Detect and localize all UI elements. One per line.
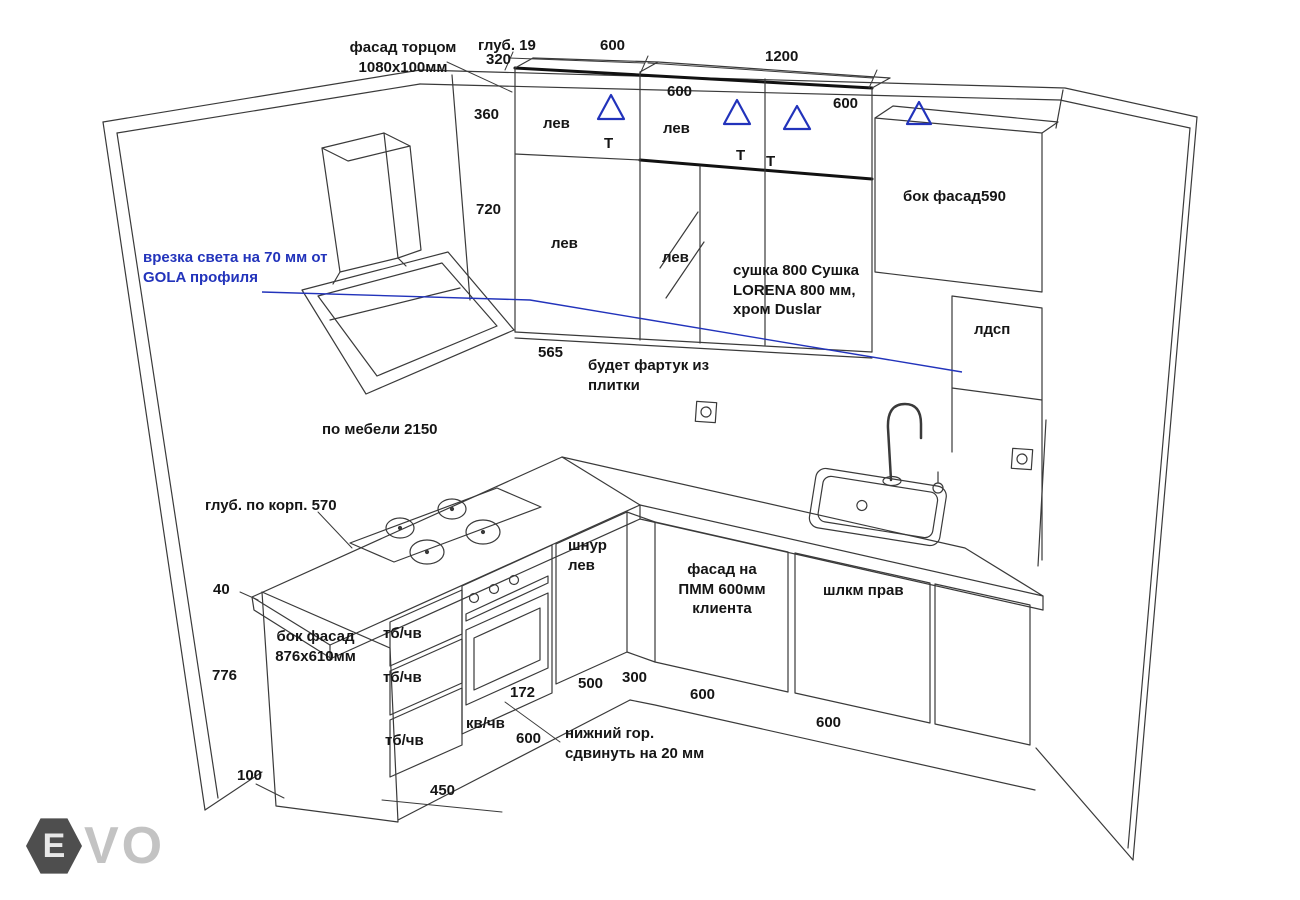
label-dim-450: 450 <box>430 782 456 799</box>
label-dim-40: 40 <box>213 581 230 598</box>
label-dim-600-right: 600 <box>833 95 859 112</box>
label-shnur-lev: шнур лев <box>568 537 607 574</box>
label-sushka: сушка 800 Сушка LORENA 800 мм, хром Dusl… <box>733 262 859 318</box>
wall-socket-icons <box>694 400 1034 471</box>
range-hood <box>301 132 515 395</box>
label-dim-172: 172 <box>510 684 536 701</box>
label-ldsp: лдсп <box>974 321 1011 338</box>
label-lev-mid-left: лев <box>551 235 578 252</box>
label-kvchv: кв/чв <box>466 715 505 732</box>
gola-light-leader-line <box>261 291 963 373</box>
label-dim-100: 100 <box>237 767 263 784</box>
label-dim-565: 565 <box>538 344 564 361</box>
tall-right-cabinet <box>874 105 1059 561</box>
label-fasad-pmm: фасад на ПММ 600мм клиента <box>678 561 766 617</box>
label-dim-600-mid: 600 <box>667 83 693 100</box>
evo-logo-hexagon-icon: E <box>26 818 82 874</box>
label-dim-600-bottom: 600 <box>516 730 542 747</box>
label-t-2: Т <box>736 147 746 164</box>
label-dim-600-pmm: 600 <box>690 686 716 703</box>
label-shlkm-prav: шлкм прав <box>823 582 904 599</box>
label-po-mebeli: по мебели 2150 <box>322 421 438 438</box>
hinge-triangle-icons <box>596 93 933 131</box>
label-dim-320: 320 <box>486 51 512 68</box>
evo-watermark: E VO <box>26 816 165 876</box>
base-cabinets-right <box>629 521 1036 791</box>
evo-logo-text: VO <box>84 817 166 875</box>
label-dim-360: 360 <box>474 106 500 123</box>
label-fartuk: будет фартук из плитки <box>588 357 710 394</box>
label-lev-top-mid: лев <box>663 120 690 137</box>
evo-logo-letter: E <box>42 826 66 865</box>
label-t-1: Т <box>604 135 614 152</box>
label-glub-19: глуб. 19 <box>478 37 536 54</box>
label-dim-500: 500 <box>578 675 604 692</box>
base-cabinets-left <box>261 511 656 823</box>
label-tbchv-1: тб/чв <box>383 625 422 642</box>
label-glub-po-korp: глуб. по корп. 570 <box>205 497 337 514</box>
dimension-lines <box>239 51 878 813</box>
cooktop <box>349 487 542 565</box>
sink <box>808 467 947 547</box>
label-dim-1200: 1200 <box>765 48 799 65</box>
label-dim-720: 720 <box>476 201 502 218</box>
label-fasad-tortsom: фасад торцом 1080х100мм <box>349 39 457 76</box>
label-dim-776: 776 <box>212 667 238 684</box>
label-dim-600-top: 600 <box>600 37 626 54</box>
label-vrezka-sveta: врезка света на 70 мм от GOLA профиля <box>143 249 328 286</box>
label-bok-fasad-590: бок фасад590 <box>903 188 1006 205</box>
label-nizhniy-gor: нижний гор. сдвинуть на 20 мм <box>565 725 705 762</box>
label-dim-300: 300 <box>622 669 648 686</box>
label-tbchv-3: тб/чв <box>385 732 424 749</box>
label-dim-600-shlkm: 600 <box>816 714 842 731</box>
label-lev-mid: лев <box>662 249 689 266</box>
label-lev-top-left: лев <box>543 115 570 132</box>
faucet <box>882 402 944 494</box>
countertop <box>251 456 1044 660</box>
label-t-3: Т <box>766 153 776 170</box>
label-bok-fasad-876: бок фасад 876х610мм <box>275 628 356 665</box>
upper-cabinets <box>513 57 891 359</box>
label-tbchv-2: тб/чв <box>383 669 422 686</box>
